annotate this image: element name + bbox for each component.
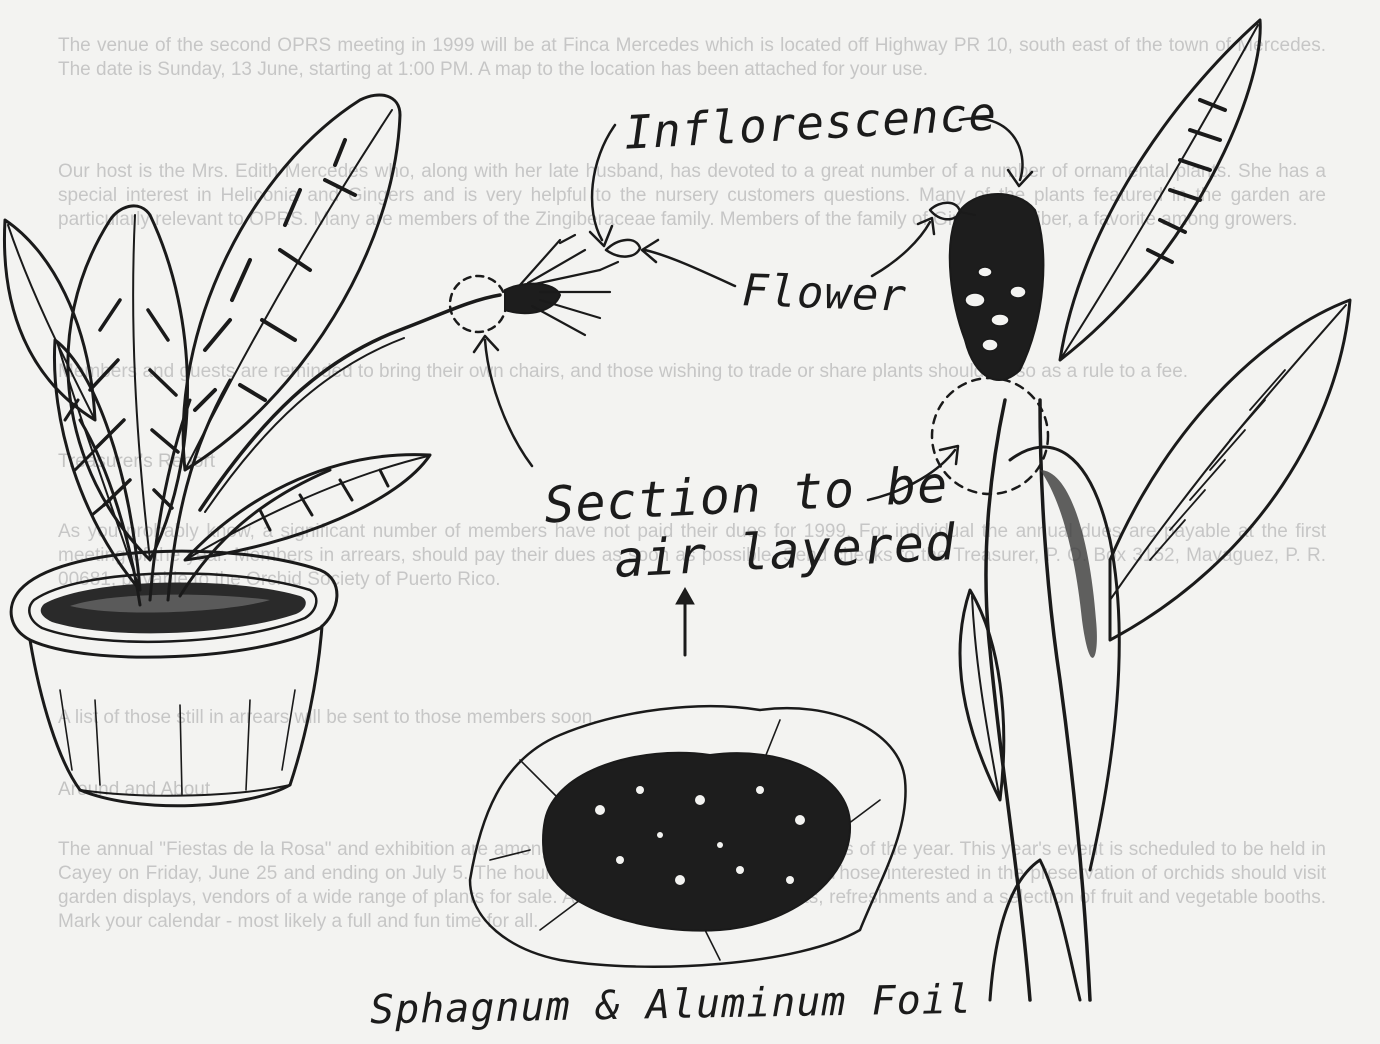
sphagnum-moss bbox=[543, 753, 850, 931]
arrow-flower-right bbox=[872, 222, 930, 276]
arrow-flower-left bbox=[645, 250, 735, 286]
inflorescence-head-left bbox=[505, 284, 560, 313]
air-layer-circle-right bbox=[932, 378, 1048, 494]
main-stem bbox=[986, 400, 1030, 1000]
leaf-lower-large bbox=[1110, 300, 1350, 640]
leaf-upper-left bbox=[4, 220, 95, 420]
sphagnum-foil bbox=[470, 706, 906, 967]
leaf-top-right bbox=[1060, 20, 1260, 360]
inflorescence-head-right bbox=[950, 194, 1044, 380]
flower-label: Flower bbox=[741, 265, 908, 322]
potted-plant bbox=[4, 95, 640, 806]
stem-plant bbox=[930, 20, 1350, 1000]
flower-stalk bbox=[200, 295, 500, 510]
arrow-inflorescence-left bbox=[592, 125, 615, 240]
leaf-large-2 bbox=[183, 95, 400, 470]
arrow-section-left bbox=[485, 340, 532, 466]
air-layer-circle-left bbox=[450, 276, 506, 332]
